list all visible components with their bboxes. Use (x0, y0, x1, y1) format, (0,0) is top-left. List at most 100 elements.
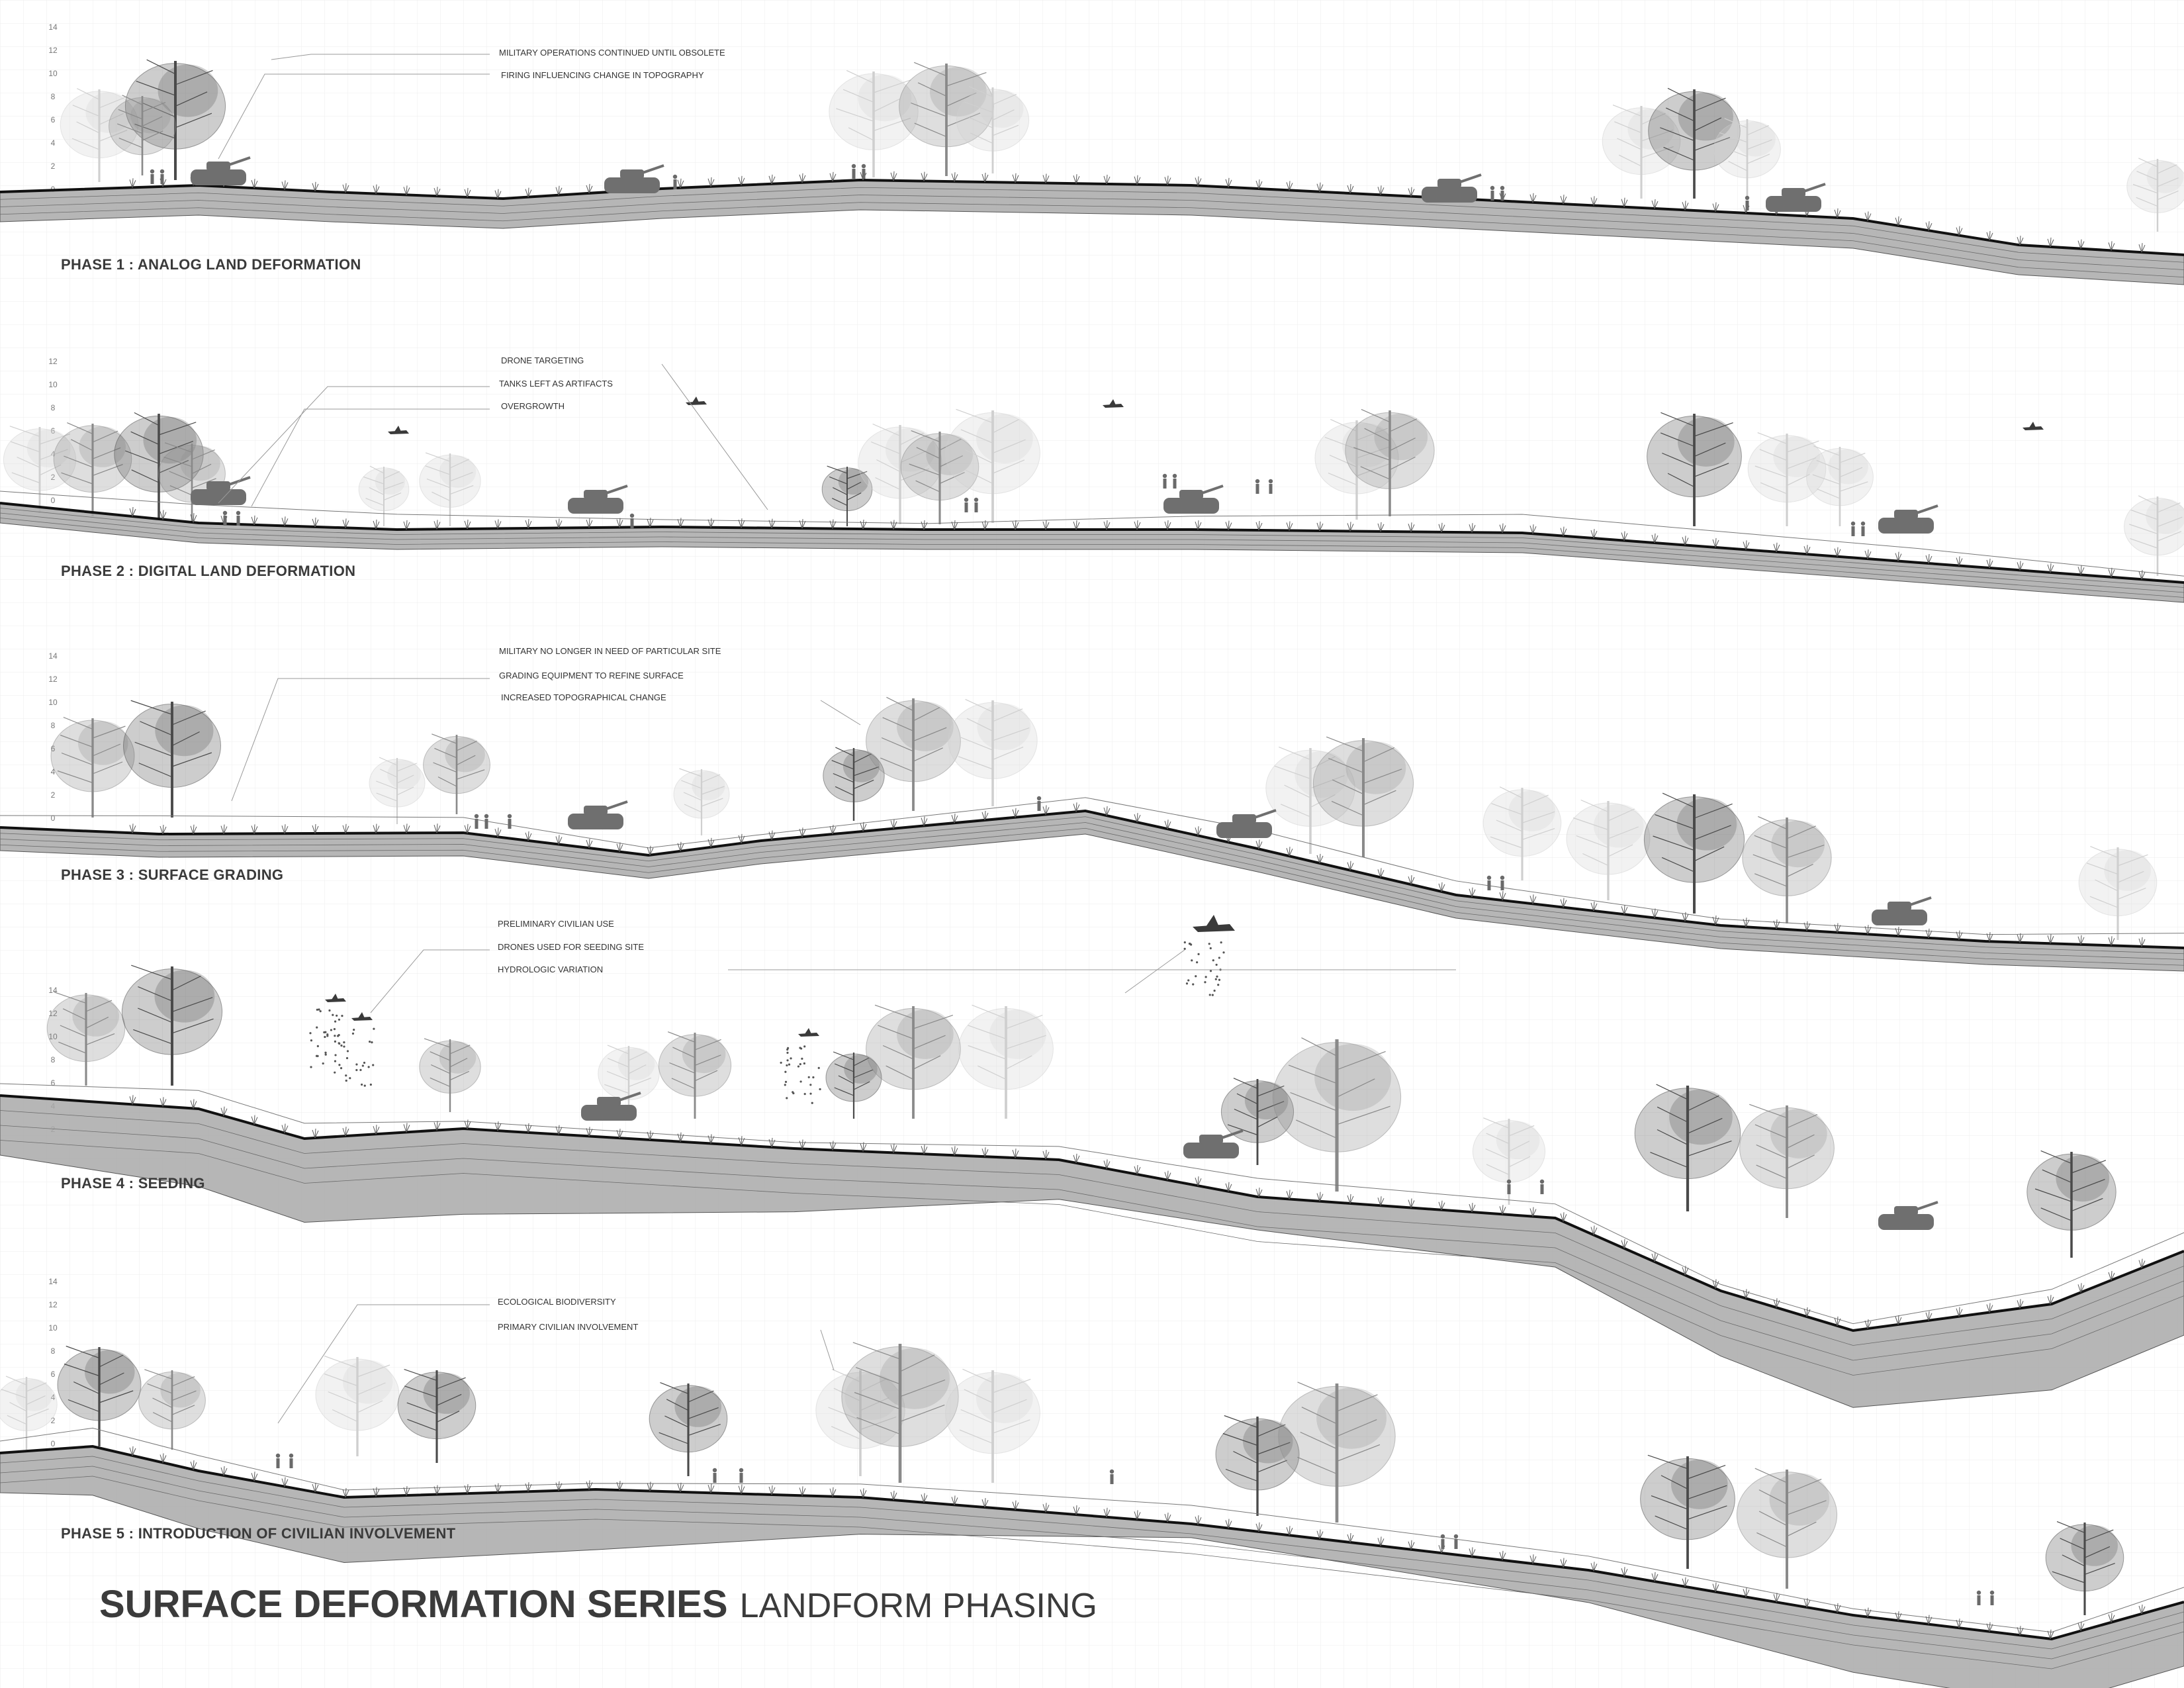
tree-icon (2045, 1521, 2124, 1615)
phase-4-note-3: HYDROLOGIC VARIATION (498, 964, 603, 974)
person-icon (484, 814, 489, 829)
tree-icon (1634, 1084, 1741, 1211)
person-icon (861, 164, 866, 179)
tree-icon (53, 422, 132, 516)
tree-icon (2078, 846, 2158, 940)
person-icon (629, 513, 635, 528)
tree-icon (1643, 792, 1745, 914)
tank-icon (1183, 1129, 1244, 1158)
tree-icon (1566, 799, 1651, 900)
tank-icon (1766, 183, 1826, 212)
tree-icon (900, 430, 979, 524)
tree-icon (419, 1038, 481, 1112)
scale-tick: 12 (48, 1300, 58, 1309)
phase-1-note-2: FIRING INFLUENCING CHANGE IN TOPOGRAPHY (501, 70, 704, 80)
drone-icon (798, 1028, 819, 1037)
leader-line (271, 54, 490, 60)
phase-5-terrain-line (0, 1444, 2184, 1641)
phase-2-terrain-line (0, 502, 2184, 584)
phase-3-note-3: INCREASED TOPOGRAPHICAL CHANGE (501, 692, 666, 702)
tree-icon (423, 733, 490, 814)
tree-icon (821, 465, 873, 526)
person-icon (1453, 1534, 1459, 1549)
scale-tick: 4 (51, 449, 56, 459)
scale-tick: 14 (48, 986, 58, 995)
tree-icon (138, 1369, 206, 1450)
tree-icon (866, 1004, 961, 1119)
tank-icon (1422, 173, 1482, 203)
tree-icon (1648, 87, 1741, 199)
tree-icon (46, 992, 126, 1086)
person-icon (1745, 195, 1750, 211)
leader-line (1124, 949, 1185, 994)
person-icon (1500, 185, 1505, 201)
tank-icon (604, 164, 664, 193)
tree-icon (1647, 412, 1742, 526)
scale-tick: 4 (51, 138, 56, 148)
tree-icon (57, 1345, 142, 1446)
leader-line (277, 1304, 490, 1424)
person-icon (289, 1453, 294, 1468)
tree-icon (866, 696, 961, 811)
person-icon (1500, 875, 1505, 890)
scale-tick: 10 (48, 698, 58, 707)
person-icon (964, 497, 969, 512)
scale-tick: 8 (51, 1346, 56, 1356)
tree-icon (1806, 445, 1874, 526)
phase-1-note-1: MILITARY OPERATIONS CONTINUED UNTIL OBSO… (499, 48, 725, 58)
scale-tick: 12 (48, 1009, 58, 1018)
person-icon (1539, 1179, 1545, 1194)
phase-4-title: PHASE 4 : SEEDING (61, 1175, 205, 1192)
phase-4-note-1: PRELIMINARY CIVILIAN USE (498, 919, 614, 929)
tree-icon (1272, 1037, 1402, 1192)
scale-tick: 14 (48, 651, 58, 661)
phase-1-terrain-line (0, 178, 2184, 256)
tree-icon (315, 1355, 400, 1456)
scale-tick: 6 (51, 115, 56, 124)
scale-tick: 2 (51, 473, 56, 482)
person-icon (1255, 479, 1260, 494)
scale-tick: 6 (51, 744, 56, 753)
tree-icon (121, 964, 223, 1086)
person-icon (150, 169, 155, 184)
person-icon (1109, 1469, 1115, 1484)
tree-icon (369, 757, 426, 824)
scale-tick: 12 (48, 357, 58, 366)
scale-tick: 2 (51, 790, 56, 800)
scale-tick: 10 (48, 1032, 58, 1041)
tree-icon (124, 59, 226, 180)
scale-tick: 10 (48, 69, 58, 78)
phase-3-title: PHASE 3 : SURFACE GRADING (61, 867, 283, 883)
person-icon (1172, 473, 1177, 489)
person-icon (222, 510, 228, 526)
person-icon (1850, 521, 1856, 536)
scale-tick: 12 (48, 46, 58, 55)
person-icon (474, 814, 479, 829)
tree-icon (829, 70, 919, 177)
scale-tick: 4 (51, 767, 56, 776)
person-icon (672, 174, 678, 189)
tank-icon (1163, 485, 1224, 514)
phase-3-terrain-line (0, 809, 2184, 949)
drone-icon (1103, 399, 1124, 408)
tree-icon (1742, 816, 1832, 923)
tank-icon (1878, 1201, 1938, 1230)
tree-icon (1220, 1078, 1295, 1165)
tree-icon (945, 1368, 1040, 1483)
tree-icon (2026, 1150, 2116, 1258)
tree-icon (673, 768, 730, 835)
leader-line (218, 386, 490, 504)
leader-line (218, 73, 490, 160)
scale-tick: 6 (51, 1370, 56, 1379)
person-icon (739, 1468, 744, 1483)
tree-icon (1713, 118, 1781, 199)
drone-icon (325, 994, 346, 1002)
phase-3-note-1: MILITARY NO LONGER IN NEED OF PARTICULAR… (499, 646, 721, 656)
tree-icon (2124, 495, 2184, 576)
person-icon (712, 1468, 717, 1483)
scale-tick: 6 (51, 1078, 56, 1088)
